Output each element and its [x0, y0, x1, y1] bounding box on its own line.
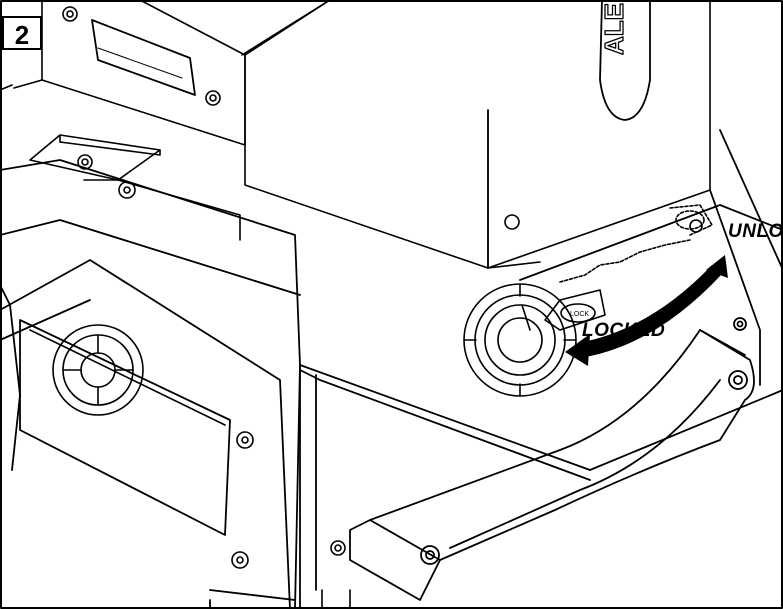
head-block: ALE — [241, 0, 711, 331]
foot — [321, 589, 351, 609]
base-body — [0, 129, 783, 609]
fan-grille — [463, 283, 577, 397]
unlocked-label: UNLO — [728, 221, 783, 242]
lock-latch: LOCK — [544, 204, 713, 331]
svg-text:LOCK: LOCK — [570, 311, 589, 318]
brand-text: ALE — [599, 3, 629, 55]
front-panel — [19, 319, 346, 569]
locked-label: LOCKED — [582, 320, 666, 341]
nameplate — [91, 19, 196, 96]
front-handle — [349, 317, 755, 601]
brand-panel — [599, 0, 651, 121]
screw-bridge — [29, 134, 241, 241]
step-number-badge: 2 — [2, 16, 42, 50]
direction-arrow — [565, 255, 728, 366]
